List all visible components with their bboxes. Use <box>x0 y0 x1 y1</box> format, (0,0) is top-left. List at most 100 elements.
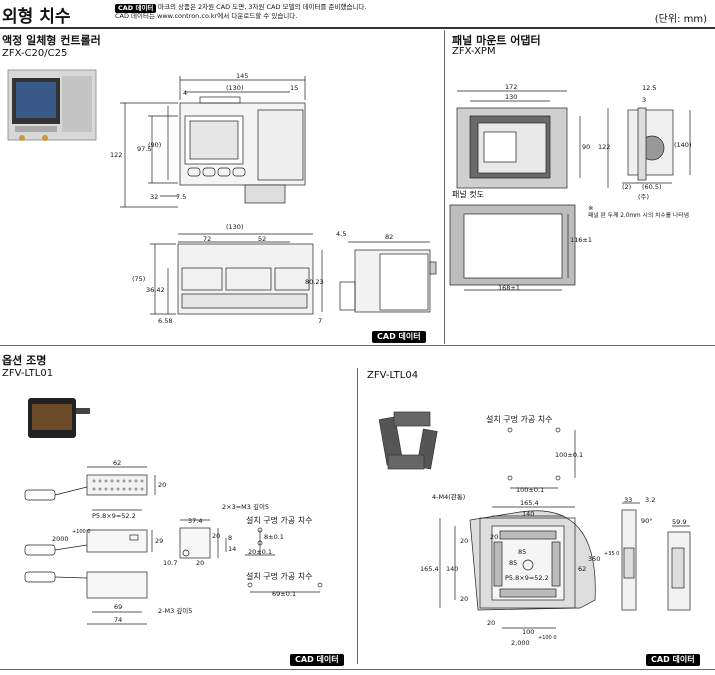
dim-69: 69 <box>114 603 123 611</box>
dim-m3-depth: 2-M3 깊이5 <box>158 607 193 615</box>
ltl01-top-view <box>24 466 156 511</box>
dim-90: (90) <box>148 141 162 149</box>
dim-12-5: 12.5 <box>642 84 657 92</box>
dim-10-7: 10.7 <box>163 559 178 567</box>
dim-52: 52 <box>258 235 267 243</box>
dim-145: 145 <box>236 72 249 80</box>
hole2-title: 설치 구멍 가공 치수 <box>246 572 313 581</box>
adapter-front-view <box>456 90 609 189</box>
dim-350: 350 <box>588 555 601 563</box>
page-title: 외형 치수 <box>2 7 71 27</box>
ltl04-hole-v: 100±0.1 <box>555 451 584 459</box>
dim-bottom-20: 20 <box>487 619 496 627</box>
section-title-controller: 액정 일체형 컨트롤러 <box>2 34 101 47</box>
dim-bottom-tol: +100 0 <box>538 635 557 641</box>
dim-7: 7 <box>318 317 323 325</box>
dim-32: 32 <box>150 193 159 201</box>
dim-82: 82 <box>385 233 394 241</box>
dim-29: 29 <box>155 537 164 545</box>
cad-note-line1: 마크의 상품은 2차원 CAD 도면, 3차원 CAD 모델의 데이터를 준비했… <box>158 3 367 11</box>
controller-photo <box>7 69 97 141</box>
dim-2000: 2000 <box>52 535 69 543</box>
dim-4: 4 <box>183 89 188 97</box>
dim-7-5: 7.5 <box>176 193 187 201</box>
hole2-a: 69±0.1 <box>272 590 297 598</box>
dim-350-tol: +35 0 <box>604 551 620 557</box>
cad-badge: CAD 데이터 <box>115 4 157 13</box>
dim-8: 8 <box>228 534 233 542</box>
model-controller: ZFX-C20/C25 <box>2 48 68 59</box>
ltl04-hole-h: 100±0.1 <box>516 486 545 494</box>
ltl01-bottom-view <box>24 571 148 625</box>
dim-ltl04-20b: 20 <box>460 595 469 603</box>
dim-62-ltl04: 62 <box>578 565 587 573</box>
dim-97-5: 97.5 <box>137 145 152 153</box>
ltl04-front-view <box>439 506 596 629</box>
dim-2: (2) <box>622 183 632 191</box>
dim-14: 14 <box>228 545 237 553</box>
dim-end-20-b: 20 <box>196 559 205 567</box>
remark-text: 패널 판 두께 2.0mm 시의 치수를 나타냄 <box>588 213 689 219</box>
dim-adapter-130: 130 <box>505 93 518 101</box>
dim-m3-depth-b: 2×3=M3 깊이5 <box>222 503 270 511</box>
dim-172: 172 <box>505 83 518 91</box>
ltl01-hole-drawings <box>245 527 323 593</box>
dim-4-m4: 4-M4(관통) <box>432 493 466 501</box>
dim-75: (75) <box>132 275 146 283</box>
hole1-a: 8±0.1 <box>264 533 284 541</box>
ltl01-photo <box>28 398 90 438</box>
dim-6-58: 6.58 <box>158 317 173 325</box>
dim-ltl04-20c: 20 <box>490 533 499 541</box>
adapter-note-mark: (주) <box>638 193 650 201</box>
hole1-b: 20±0.1 <box>248 548 273 556</box>
controller-front-view <box>120 76 306 208</box>
dim-168: 168±1 <box>498 284 520 292</box>
divider-horizontal <box>0 345 715 346</box>
section-title-options: 옵션 조명 <box>2 354 47 367</box>
dim-36-42: 36.42 <box>146 286 165 294</box>
adapter-side-view <box>622 107 691 184</box>
dim-ltl04-20a: 20 <box>460 537 469 545</box>
divider-vertical-bottom <box>357 368 358 664</box>
dim-4-5: 4.5 <box>336 230 347 238</box>
model-adapter: ZFX-XPM <box>452 46 496 57</box>
dim-pitch: P5.8×9=52.2 <box>92 512 136 520</box>
panel-cut-label: 패널 컷도 <box>452 190 484 199</box>
model-ltl04: ZFV-LTL04 <box>367 370 419 381</box>
controller-bottom-view <box>150 233 314 315</box>
dim-3-2: 3.2 <box>645 496 656 504</box>
ltl04-hole-drawing <box>507 427 576 489</box>
ltl01-side-view <box>24 529 153 556</box>
dim-60-5: (60.5) <box>642 183 662 191</box>
dim-140: (140) <box>674 141 692 149</box>
dim-3: 3 <box>642 96 647 104</box>
dim-adapter-122: 122 <box>598 143 611 151</box>
dim-74: 74 <box>114 616 123 624</box>
dim-h-165-4: 165.4 <box>420 565 439 573</box>
section-title-adapter: 패널 마운트 어댑터 <box>452 34 541 47</box>
ltl04-side-view <box>621 502 691 611</box>
dim-ltl01-20: 20 <box>158 481 167 489</box>
dim-37-4: 37.4 <box>188 517 203 525</box>
dim-33: 33 <box>624 496 633 504</box>
dim-h-140: 140 <box>446 565 459 573</box>
dim-72: 72 <box>203 235 212 243</box>
dim-165-4: 165.4 <box>520 499 539 507</box>
dim-85a: 85 <box>518 548 527 556</box>
dim-130: (130) <box>226 84 244 92</box>
dim-bottom-2000: 2,000 <box>511 639 530 647</box>
panel-cut-drawing <box>449 204 576 291</box>
dim-122: 122 <box>110 151 123 159</box>
cad-data-button-ltl04[interactable]: CAD 데이터 <box>646 654 700 666</box>
cad-data-button-controller[interactable]: CAD 데이터 <box>372 331 426 343</box>
dim-90-deg: 90° <box>641 517 653 525</box>
dim-cable-tol: +100 0 <box>72 529 91 535</box>
hole1-title: 설치 구멍 가공 치수 <box>246 516 313 525</box>
unit-label: (단위: mm) <box>654 14 707 25</box>
dim-62: 62 <box>113 459 122 467</box>
cad-data-button-ltl01[interactable]: CAD 데이터 <box>290 654 344 666</box>
header-rule <box>0 27 715 29</box>
footer-rule <box>0 669 715 670</box>
dim-116: 116±1 <box>570 236 592 244</box>
